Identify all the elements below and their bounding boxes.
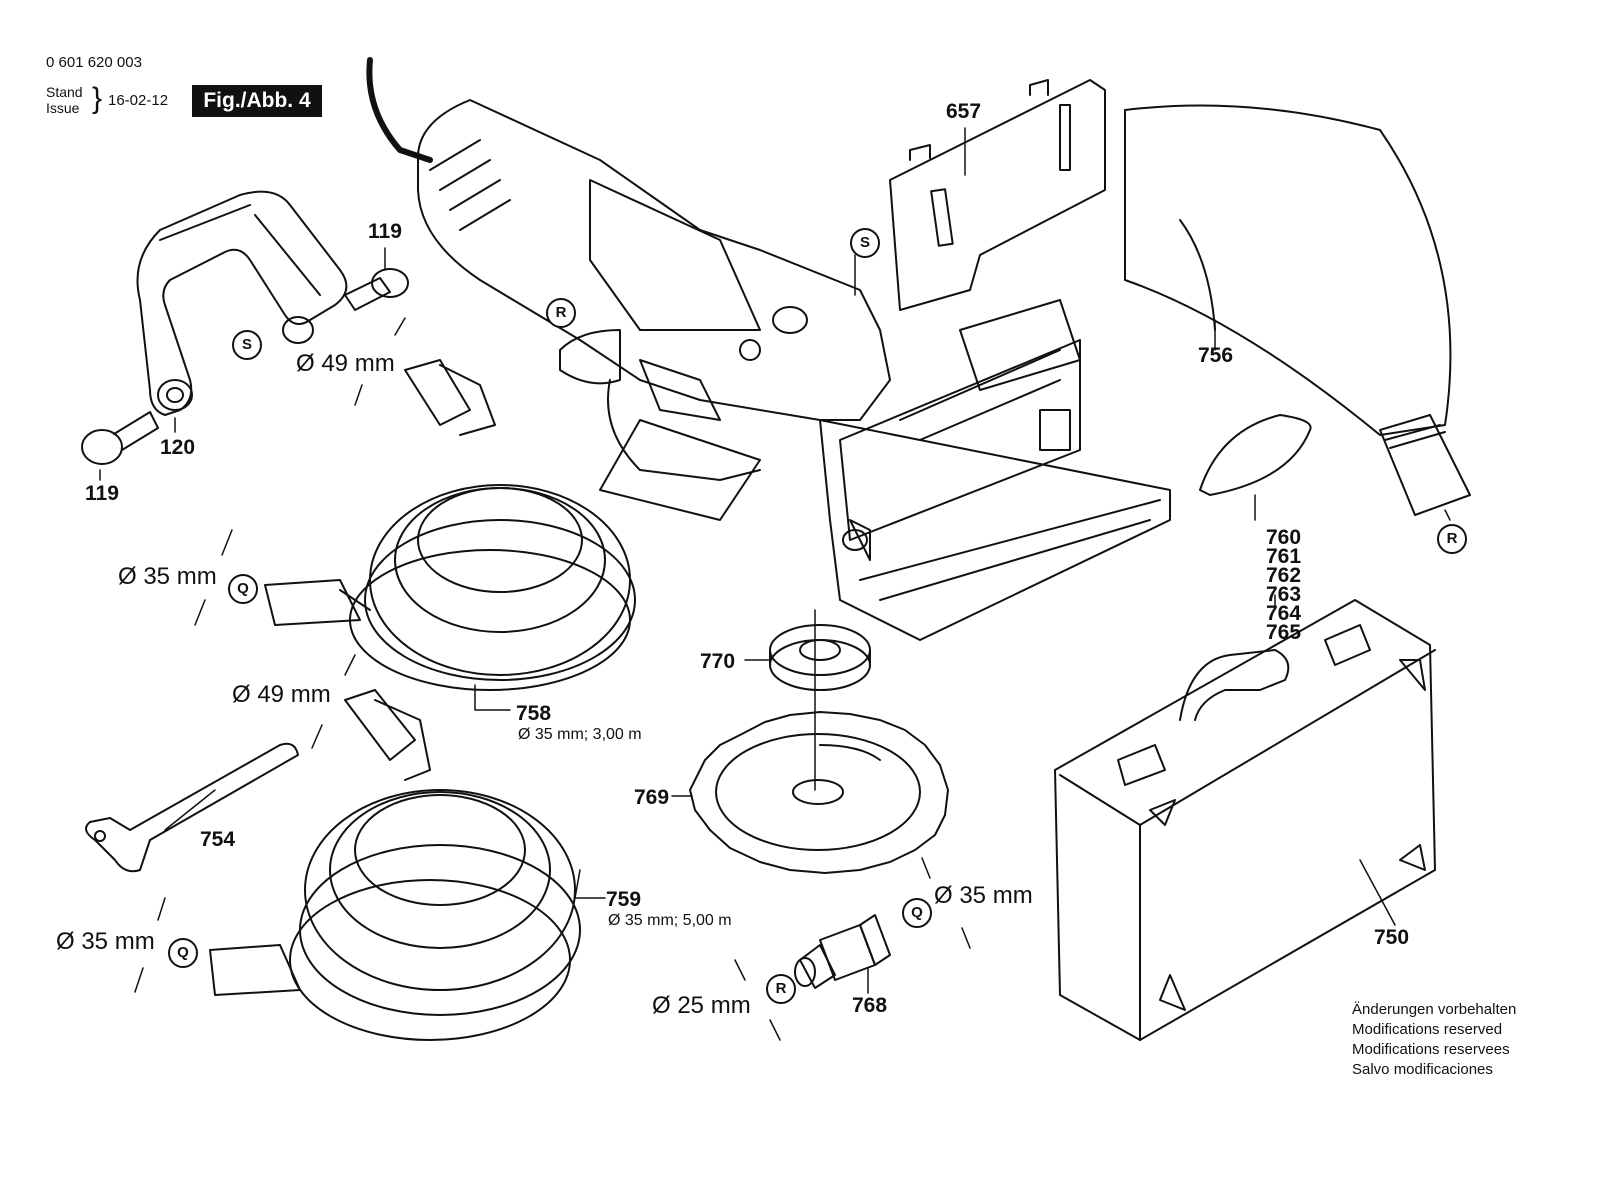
dim-25-adapter: Ø 25 mm	[652, 992, 751, 1019]
part-119-bottom: 119	[85, 482, 119, 505]
dim-35-adapter: Ø 35 mm	[934, 882, 1033, 909]
hose-759	[209, 689, 581, 1041]
marker-r-adapter: R	[766, 974, 796, 1004]
notice-es: Salvo modificaciones	[1352, 1061, 1493, 1078]
issue-date: 16-02-12	[108, 92, 169, 109]
marker-q-hose758: Q	[228, 574, 258, 604]
part-119-top: 119	[368, 220, 402, 243]
screw-119-top	[344, 268, 409, 311]
wrench-754	[85, 742, 299, 873]
part-770: 770	[700, 650, 736, 673]
biscuit-jointer-body	[366, 57, 1171, 641]
figure-label: Fig./Abb. 4	[192, 85, 322, 117]
marker-r-bag: R	[1437, 524, 1467, 554]
dimension-arrows	[134, 317, 971, 1041]
marker-s-handle: S	[232, 330, 262, 360]
part-stack-760-765: 760 761 762 763 764 765	[1266, 526, 1302, 644]
doc-number: 0 601 620 003	[46, 54, 142, 71]
hose-759-spec: Ø 35 mm; 5,00 m	[608, 912, 732, 929]
dim-35-top: Ø 35 mm	[118, 563, 217, 590]
marker-r-outlet: R	[546, 298, 576, 328]
adapter-760	[1199, 414, 1312, 496]
saw-blade-769	[689, 609, 949, 874]
dim-49-mid: Ø 49 mm	[232, 681, 331, 708]
auxiliary-handle	[136, 190, 348, 416]
carrying-case-750	[1054, 599, 1436, 1041]
stand-label: Stand	[46, 84, 83, 100]
part-764: 764	[1266, 602, 1302, 625]
part-769: 769	[634, 786, 670, 809]
marker-s-fence: S	[850, 228, 880, 258]
marker-q-adapter: Q	[902, 898, 932, 928]
modifications-notice: Änderungen vorbehalten Modifications res…	[1352, 1000, 1516, 1080]
part-761: 761	[1266, 545, 1302, 568]
spacer-ring-770	[769, 624, 871, 691]
part-750: 750	[1374, 926, 1410, 949]
part-760: 760	[1266, 526, 1302, 549]
hose-758	[264, 359, 636, 691]
notice-en: Modifications reserved	[1352, 1021, 1503, 1038]
screw-119-bottom	[81, 411, 159, 465]
part-763: 763	[1266, 583, 1302, 606]
notice-de: Änderungen vorbehalten	[1352, 1001, 1517, 1018]
part-657: 657	[946, 100, 982, 123]
leader-lines	[99, 127, 1451, 994]
part-120: 120	[160, 436, 196, 459]
part-758: 758	[516, 702, 552, 725]
fence-plate-657	[889, 79, 1106, 311]
part-756: 756	[1198, 344, 1234, 367]
part-762: 762	[1266, 564, 1302, 587]
part-768: 768	[852, 994, 888, 1017]
reducer-768	[794, 914, 891, 989]
dust-bag-756	[1124, 104, 1471, 516]
marker-q-hose759: Q	[168, 938, 198, 968]
brace-icon: }	[92, 82, 103, 115]
dim-35-bottom: Ø 35 mm	[56, 928, 155, 955]
part-754: 754	[200, 828, 236, 851]
issue-label: Issue	[46, 100, 80, 116]
hose-758-spec: Ø 35 mm; 3,00 m	[518, 726, 642, 743]
part-765: 765	[1266, 621, 1302, 644]
dim-49-top: Ø 49 mm	[296, 350, 395, 377]
part-759: 759	[606, 888, 642, 911]
notice-fr: Modifications reservees	[1352, 1041, 1510, 1058]
